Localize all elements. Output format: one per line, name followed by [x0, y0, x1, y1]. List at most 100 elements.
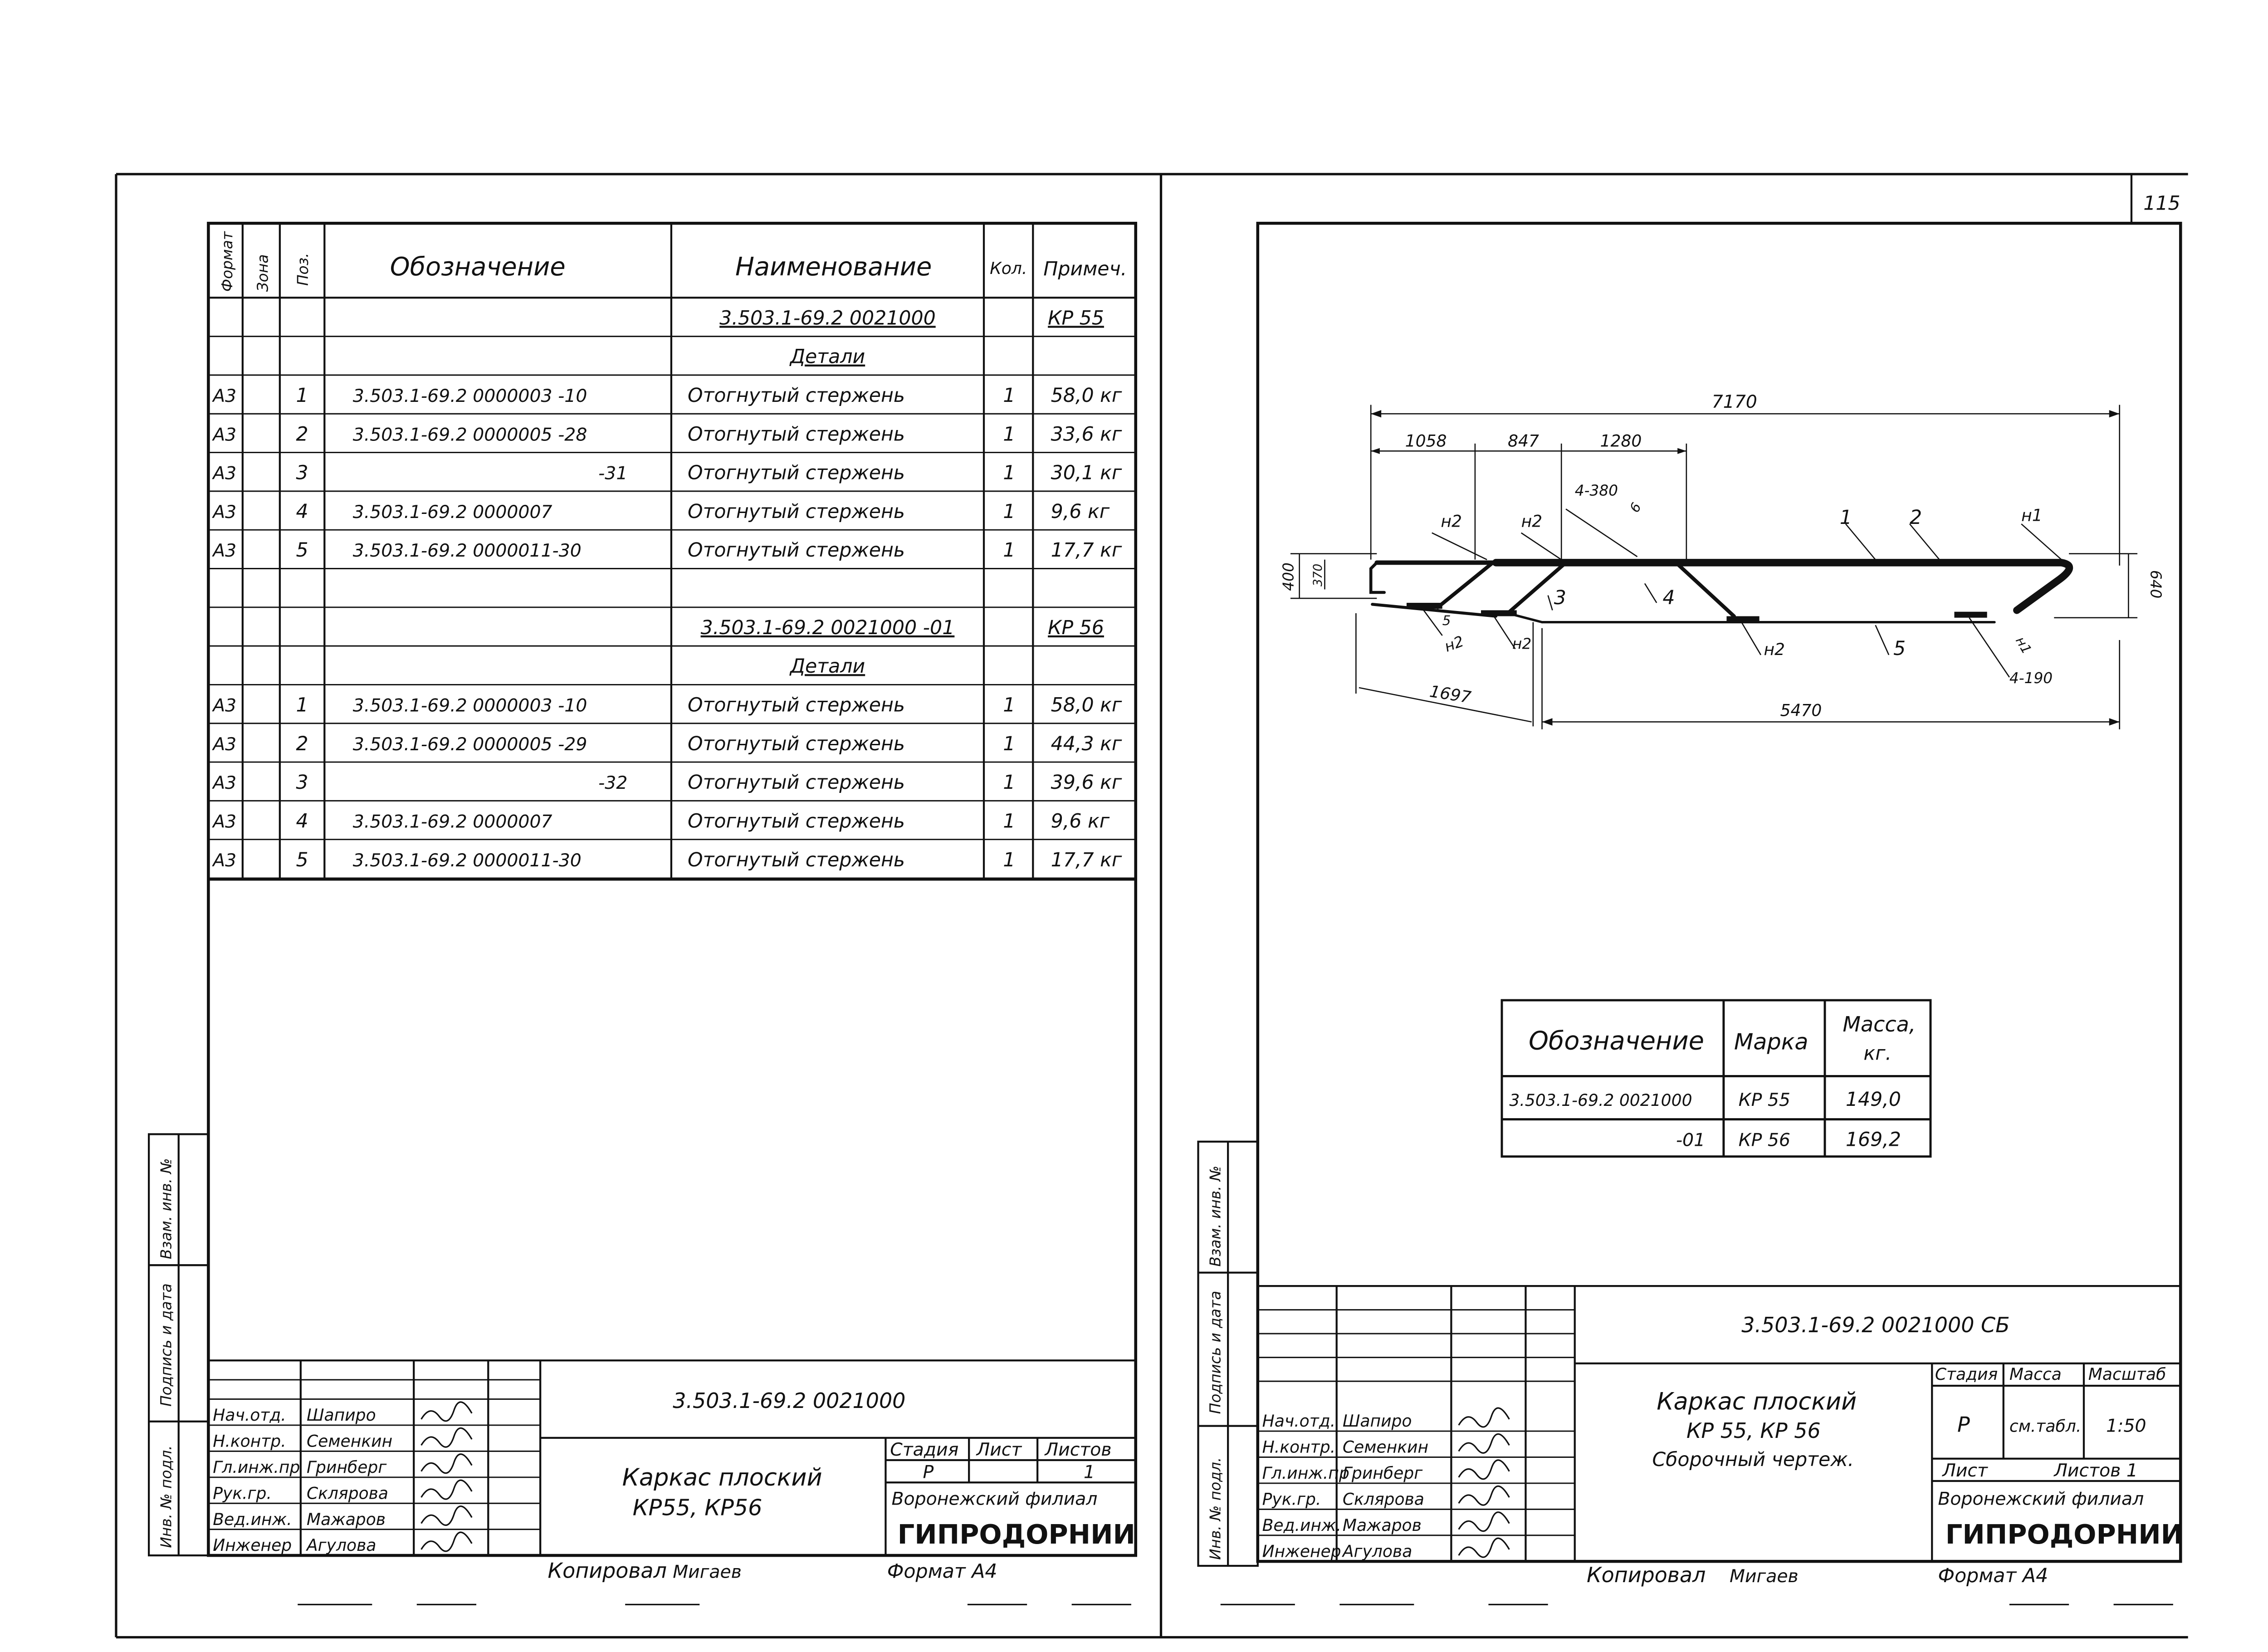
- spec-headers: Формат Зона Поз. Обозначение Наименовани…: [219, 231, 1127, 292]
- left-org-name: ГИПРОДОРНИИ: [898, 1519, 1135, 1550]
- right-signer-lines: [1257, 1309, 1575, 1562]
- spec-cell-note: КР 56: [1048, 616, 1104, 639]
- weld-marks: [1406, 559, 1987, 622]
- mass-header-designation: Обозначение: [1529, 1026, 1704, 1056]
- left-title-block-grid: [208, 1359, 1136, 1556]
- right-stage-header: Стадия: [1935, 1365, 1998, 1384]
- spec-table-grid: [208, 223, 1136, 881]
- spec-cell-note: 44,3 кг: [1051, 733, 1122, 755]
- spec-cell-pos: 5: [296, 539, 308, 562]
- rebar-rods: [1369, 559, 2073, 624]
- signer-row: Рук.гр.Склярова: [213, 1479, 473, 1503]
- spec-cell-name: 3.503.1-69.2 0021000: [719, 307, 936, 329]
- spec-cell-name: Отогнутый стержень: [688, 849, 905, 871]
- spec-cell-format: А3: [211, 811, 236, 832]
- signer-name: Шапиро: [307, 1406, 376, 1425]
- spec-cell-format: А3: [211, 424, 236, 445]
- spec-cell-name: Отогнутый стержень: [688, 733, 905, 755]
- spec-cell-name: Отогнутый стержень: [688, 462, 905, 484]
- mass-header-mark: Марка: [1734, 1028, 1809, 1055]
- dimension-lines: [1290, 405, 2138, 729]
- left-sheets-header: Листов: [1044, 1439, 1112, 1460]
- signer-row: Вед.инж.Мажаров: [1262, 1511, 1510, 1535]
- spec-cell-note: 9,6 кг: [1051, 500, 1110, 523]
- right-side-label-inv: Инв. № подл.: [1207, 1457, 1224, 1560]
- spec-cell-note: 58,0 кг: [1051, 694, 1122, 717]
- spec-cell-pos: 3: [296, 771, 308, 794]
- spec-cell-name: Детали: [789, 655, 865, 678]
- right-item-name-2: КР 55, КР 56: [1686, 1418, 1821, 1443]
- pos-5-label-left: 5: [1442, 613, 1451, 628]
- spec-row: Детали: [789, 655, 865, 678]
- left-org-branch: Воронежский филиал: [892, 1488, 1098, 1509]
- signature-mark: [420, 1401, 473, 1422]
- signature-mark: [420, 1531, 473, 1552]
- spec-cell-designation: 3.503.1-69.2 0000005 -28: [353, 424, 587, 445]
- spec-cell-name: Отогнутый стержень: [688, 423, 905, 445]
- signer-row: Н.контр.Семенкин: [213, 1427, 473, 1451]
- signer-name: Семенкин: [1343, 1438, 1428, 1457]
- rod-end-hook: [1369, 561, 1386, 594]
- left-copied-label: Копировал: [548, 1558, 667, 1583]
- right-scale-value: 1:50: [2106, 1416, 2146, 1437]
- left-sheets-value: 1: [1084, 1461, 1095, 1482]
- page-borders: [115, 173, 2188, 1639]
- left-signer-lines: [208, 1379, 541, 1556]
- signer-role: Вед.инж.: [1262, 1516, 1341, 1535]
- pos-3-label: 3: [1554, 587, 1566, 609]
- left-doc-code: 3.503.1-69.2 0021000: [673, 1388, 905, 1413]
- rod-3b-diagonal: [1505, 561, 1568, 616]
- signer-role: Инженер: [213, 1536, 292, 1555]
- spec-cell-note: 58,0 кг: [1051, 384, 1122, 407]
- spec-cell-format: А3: [211, 772, 236, 793]
- spec-cell-designation: -31: [598, 463, 627, 484]
- signer-row: Нач.отд. Шапиро: [1262, 1407, 1510, 1431]
- spec-cell-pos: 1: [296, 384, 308, 407]
- signer-name: Мажаров: [1343, 1516, 1422, 1535]
- header-note: Примеч.: [1043, 258, 1127, 280]
- right-org-branch: Воронежский филиал: [1938, 1488, 2144, 1509]
- header-name: Наименование: [735, 252, 932, 282]
- spec-cell-name: Отогнутый стержень: [688, 500, 905, 523]
- spec-cell-name: Отогнутый стержень: [688, 810, 905, 832]
- signature-mark: [1458, 1485, 1510, 1506]
- node-n2-label-d: н2: [1512, 635, 1531, 653]
- spec-cell-qty: 1: [1003, 771, 1015, 794]
- mass-header-mass-2: кг.: [1863, 1042, 1892, 1065]
- right-scale-header: Масштаб: [2088, 1365, 2166, 1384]
- left-stage-value: Р: [923, 1461, 934, 1482]
- node-n2-label-c: н2: [1442, 633, 1466, 655]
- node-n2-label-b: н2: [1521, 512, 1543, 531]
- signature-mark: [420, 1505, 473, 1526]
- signature-mark: [1458, 1433, 1510, 1454]
- mass-header-mass-1: Масса,: [1843, 1012, 1916, 1036]
- signature-mark: [420, 1427, 473, 1448]
- spec-cell-note: 30,1 кг: [1051, 462, 1122, 484]
- signer-name: Шапиро: [1343, 1412, 1412, 1431]
- signer-name: Агулова: [1342, 1542, 1413, 1561]
- node-n2-label-a: н2: [1441, 512, 1462, 531]
- right-org-name: ГИПРОДОРНИИ: [1945, 1519, 2183, 1550]
- spec-cell-designation: 3.503.1-69.2 0000007: [353, 811, 552, 832]
- left-sheet-header: Лист: [976, 1439, 1022, 1460]
- node-n1-label: н1: [2021, 506, 2043, 525]
- pos-1-label: 1: [1840, 506, 1852, 529]
- rod-4-diagonal: [1674, 561, 1736, 618]
- signer-name: Склярова: [307, 1484, 388, 1503]
- right-title-block-grid: [1257, 1285, 2181, 1562]
- signer-role: Нач.отд.: [1262, 1412, 1336, 1431]
- spec-cell-format: А3: [211, 386, 236, 406]
- node-n1-label-b: н1: [2013, 634, 2034, 657]
- left-side-label-sign: Подпись и дата: [157, 1283, 175, 1407]
